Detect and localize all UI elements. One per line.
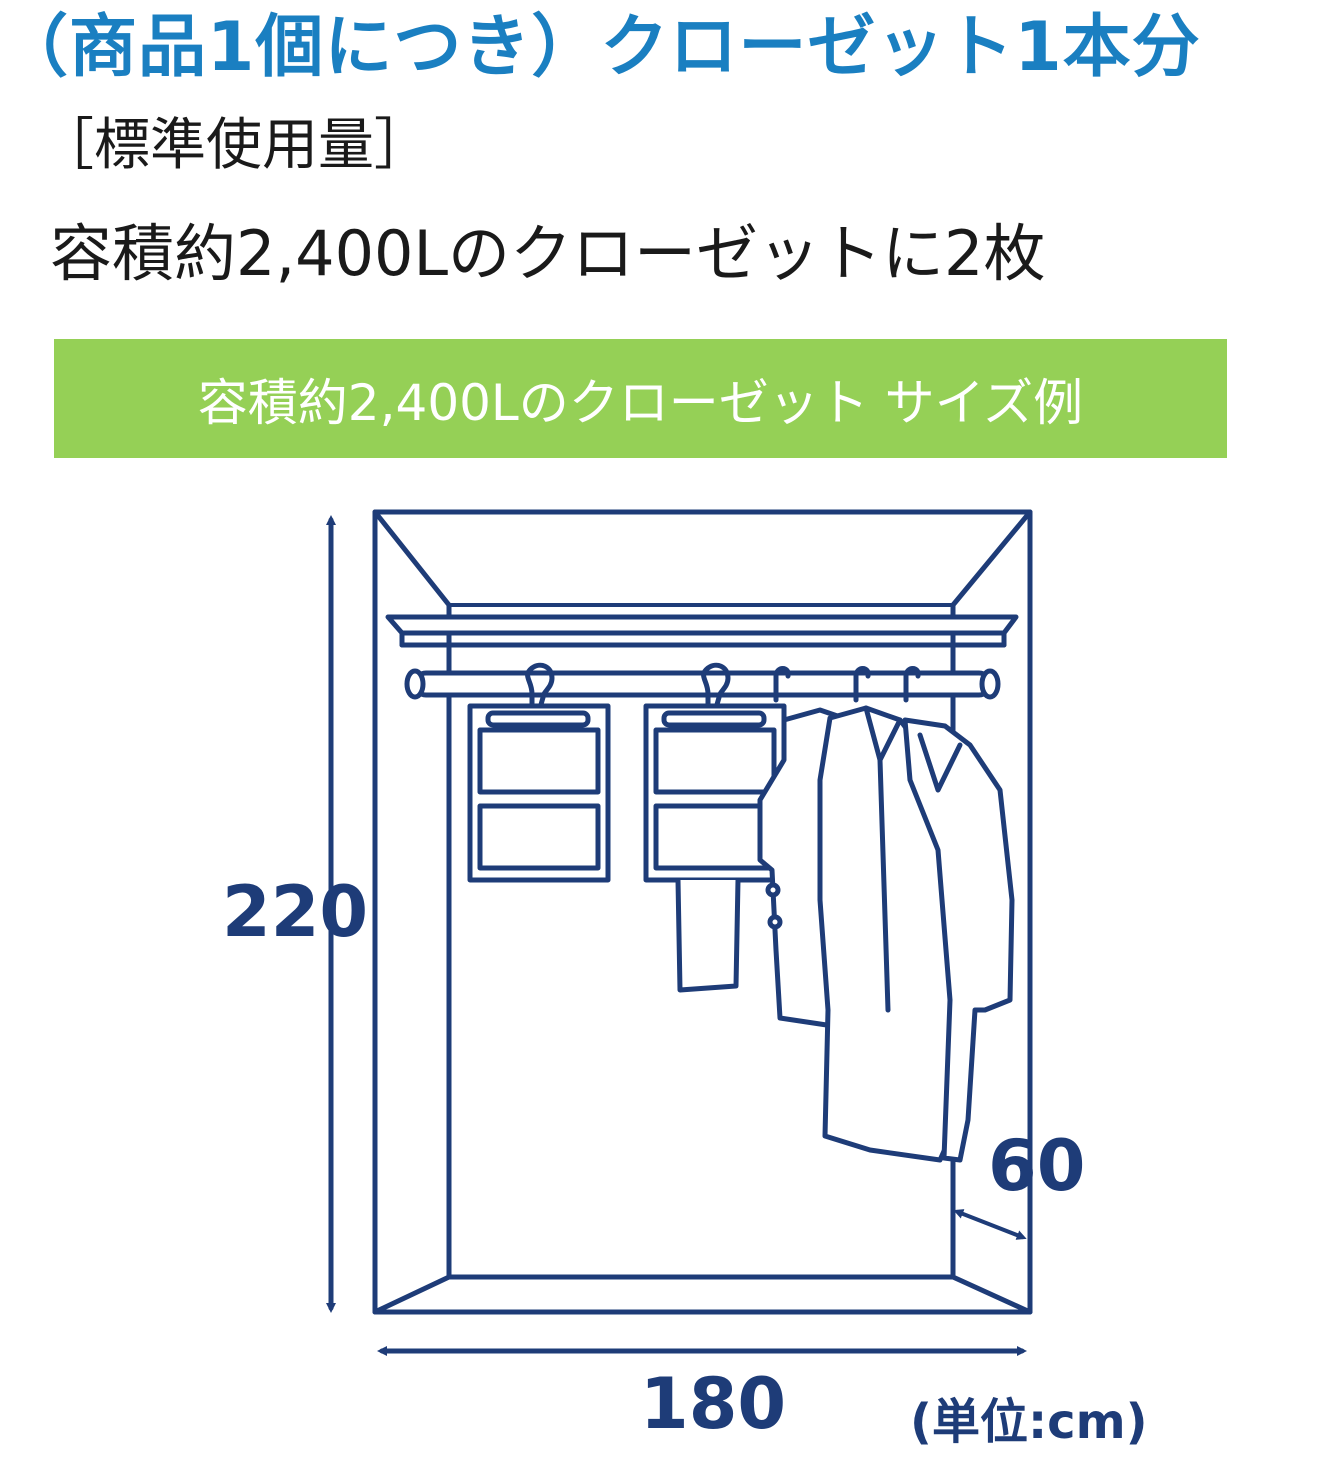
height-value: 220 [222,871,369,953]
unit-label: (単位:cm) [910,1394,1148,1450]
depth-dimension-arrow [953,1209,1027,1240]
depth-value: 60 [988,1125,1086,1207]
usage-text: 容積約2,400Lのクローゼットに2枚 [50,217,1046,290]
closet-shelf [385,614,1019,648]
dehumidifier-sheet-left [467,662,611,883]
hanging-clothes [675,666,1015,1163]
hanging-rod [404,668,1001,700]
size-example-banner: 容積約2,400Lのクローゼット サイズ例 [54,339,1227,458]
headline: （商品1個につき）クローゼット1本分 [0,8,1201,87]
closet-frame [372,509,1033,1315]
width-value: 180 [640,1363,787,1445]
banner-text: 容積約2,400Lのクローゼット サイズ例 [197,373,1084,432]
usage-label: ［標準使用量］ [38,113,430,178]
